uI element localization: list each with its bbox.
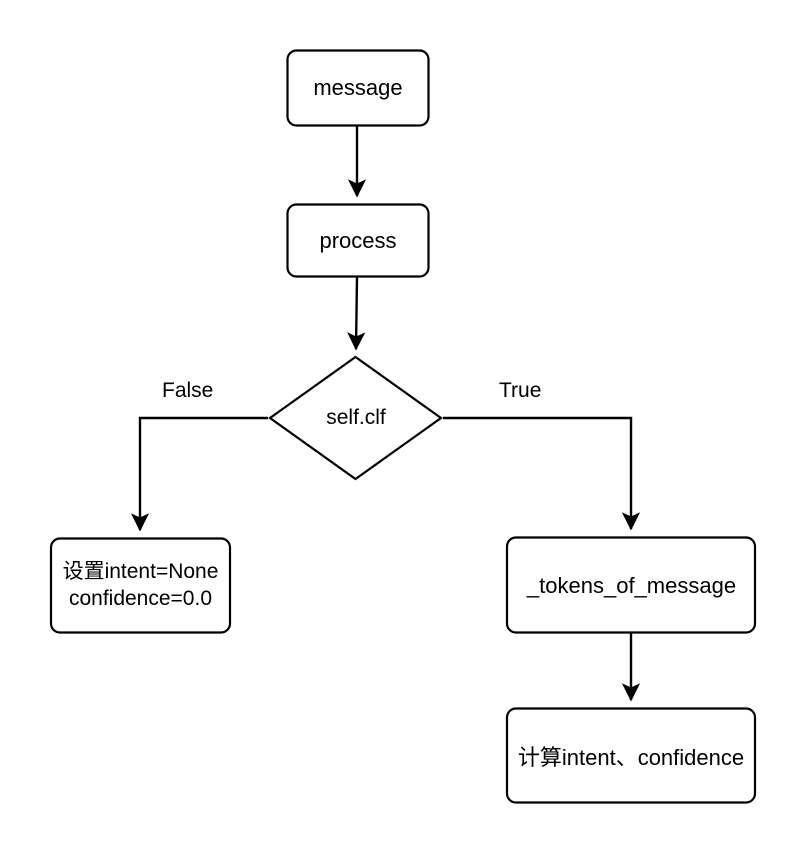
edge-label-false: False xyxy=(162,379,214,402)
node-message-shape[interactable] xyxy=(286,49,430,127)
node-set-none-shape[interactable] xyxy=(49,537,232,634)
edge-decision-true xyxy=(443,416,641,531)
node-compute-shape[interactable] xyxy=(505,707,757,804)
edge-label-true: True xyxy=(499,379,542,402)
edge-process-to-decision xyxy=(347,276,366,351)
node-decision-shape[interactable] xyxy=(268,355,443,481)
node-tokens-shape[interactable] xyxy=(505,536,757,634)
edge-decision-false xyxy=(130,416,268,532)
node-process-shape[interactable] xyxy=(286,203,430,278)
